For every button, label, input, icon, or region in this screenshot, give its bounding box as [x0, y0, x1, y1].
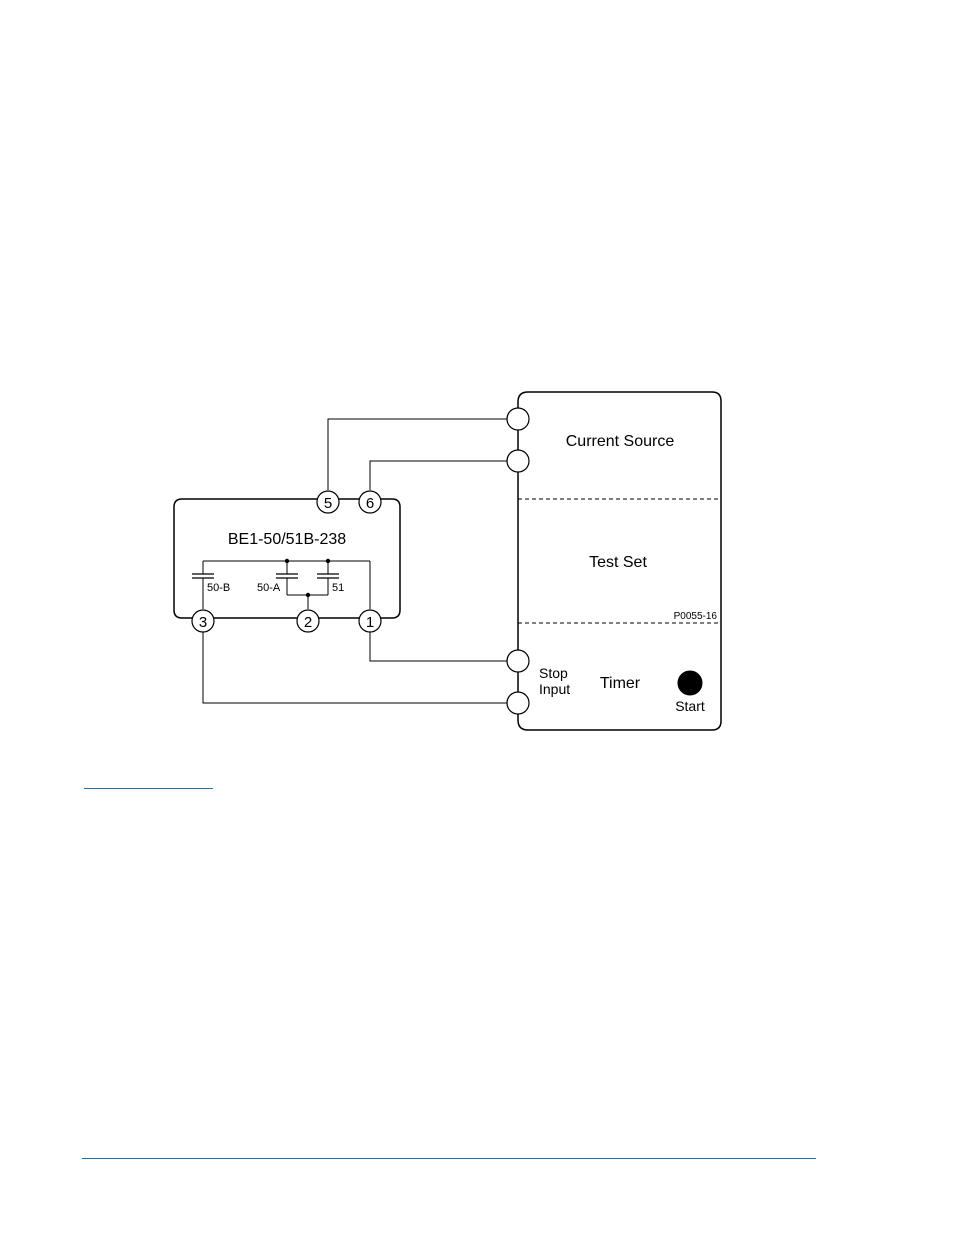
terminal-6-label: 6 — [366, 495, 374, 512]
junction-dot-50a — [284, 558, 290, 564]
contact-51-label: 51 — [332, 582, 344, 594]
top-rule-short — [84, 788, 213, 789]
terminal-1-label: 1 — [366, 614, 374, 631]
source-terminal-b — [506, 449, 530, 473]
wire-6-to-source — [369, 460, 507, 490]
contact-50b-label: 50-B — [207, 582, 230, 594]
stop-input-terminal-a — [506, 649, 530, 673]
relay-enclosure — [173, 498, 401, 619]
stop-input-terminal-b — [506, 691, 530, 715]
terminal-3-label: 3 — [199, 614, 207, 631]
terminal-5-label: 5 — [324, 495, 332, 512]
terminal-2-label: 2 — [304, 614, 312, 631]
terminal-1 — [358, 609, 382, 633]
terminal-6 — [358, 490, 382, 514]
relay-title: BE1-50/51B-238 — [228, 531, 346, 548]
current-source-label: Current Source — [566, 433, 675, 450]
test-set-enclosure — [517, 391, 722, 731]
wire-3-to-timer — [202, 632, 507, 704]
start-label: Start — [675, 698, 705, 714]
stop-label: Stop — [539, 665, 568, 681]
footer-rule — [82, 1158, 816, 1159]
source-terminal-a — [506, 407, 530, 431]
start-button[interactable] — [677, 670, 703, 696]
wire-1-to-stop-input — [369, 632, 507, 662]
terminal-2 — [296, 609, 320, 633]
contact-50b-gap — [192, 574, 214, 578]
timer-label: Timer — [600, 675, 641, 692]
terminal-3 — [191, 609, 215, 633]
contact-51-gap — [317, 574, 339, 578]
contact-50a-label: 50-A — [257, 582, 281, 594]
test-set-label: Test Set — [589, 554, 647, 571]
terminal-5 — [316, 490, 340, 514]
figure-id: P0055-16 — [674, 611, 718, 622]
input-label: Input — [539, 681, 570, 697]
contact-50a-gap — [276, 574, 298, 578]
wire-5-to-source — [327, 418, 507, 490]
junction-dot-51 — [325, 558, 331, 564]
junction-dot-2 — [305, 592, 311, 598]
